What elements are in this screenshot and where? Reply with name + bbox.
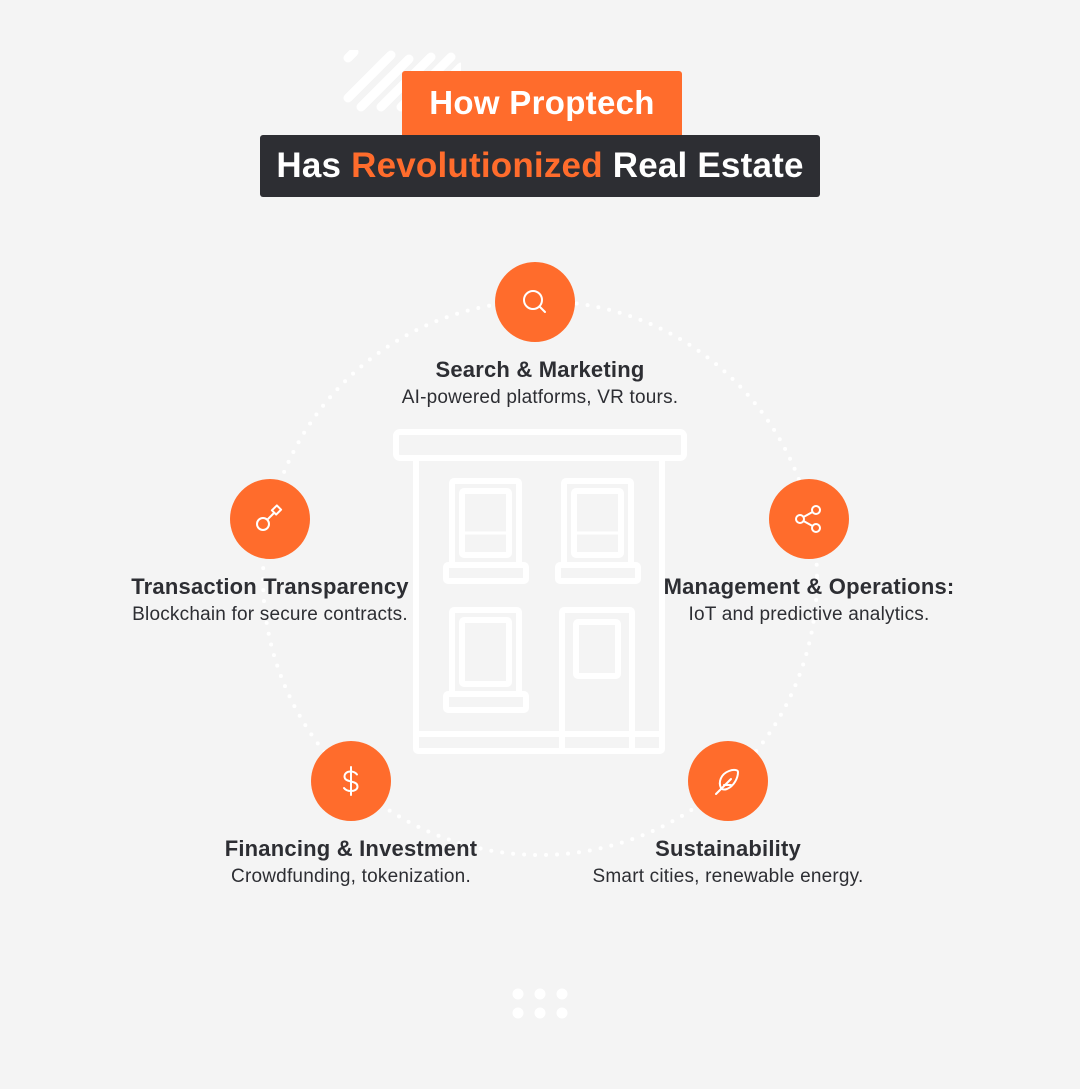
feather-icon-badge — [688, 741, 768, 821]
title-line-1-text: How Proptech — [429, 84, 655, 121]
feature-title: Search & Marketing — [435, 357, 645, 382]
title-line-2: Has Revolutionized Real Estate — [260, 135, 820, 197]
feature-management: Management & Operations: IoT and predict… — [609, 573, 1009, 629]
title-line-2-post: Real Estate — [602, 146, 804, 185]
title-line-1: How Proptech — [402, 71, 682, 135]
feature-sustainability: Sustainability Smart cities, renewable e… — [528, 835, 928, 891]
decorative-dot-grid — [512, 988, 568, 1019]
feature-description: Blockchain for secure contracts. — [132, 604, 408, 625]
feature-description: AI-powered platforms, VR tours. — [401, 387, 679, 408]
dollar-icon-badge — [311, 741, 391, 821]
feature-description: IoT and predictive analytics. — [688, 604, 930, 625]
feature-search: Search & Marketing AI-powered platforms,… — [340, 356, 740, 412]
key-icon — [256, 504, 283, 531]
feature-title: Transaction Transparency — [131, 574, 409, 599]
feather-icon — [715, 768, 739, 795]
search-icon — [523, 290, 546, 313]
share-icon-badge — [769, 479, 849, 559]
dollar-icon — [343, 766, 359, 796]
feature-description: Smart cities, renewable energy. — [592, 866, 864, 887]
feature-transaction: Transaction Transparency Blockchain for … — [70, 573, 470, 629]
search-icon-badge — [495, 262, 575, 342]
feature-financing: Financing & Investment Crowdfunding, tok… — [151, 835, 551, 891]
title-line-2-pre: Has — [276, 146, 352, 185]
feature-description: Crowdfunding, tokenization. — [231, 866, 471, 887]
feature-title: Sustainability — [655, 836, 801, 861]
key-icon-badge — [230, 479, 310, 559]
feature-title: Financing & Investment — [224, 836, 478, 861]
feature-title: Management & Operations: — [663, 574, 955, 599]
share-icon — [795, 505, 821, 533]
title-accent-word: Revolutionized — [351, 146, 603, 185]
